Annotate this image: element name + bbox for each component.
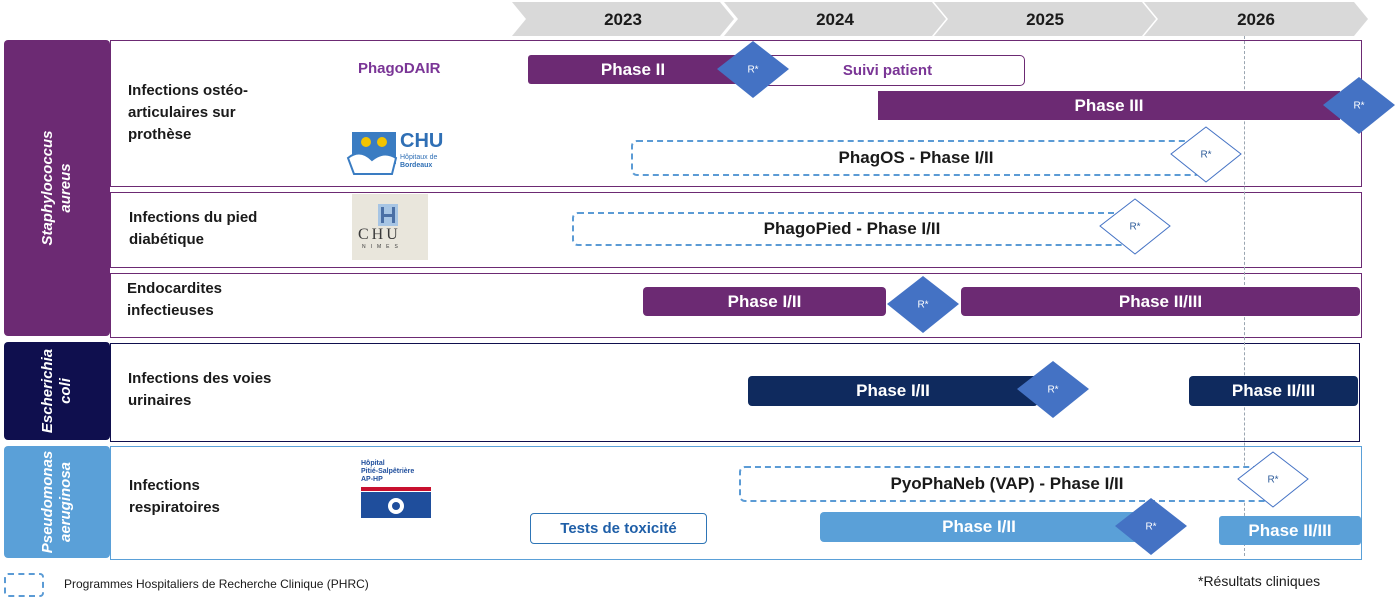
year-chevron-icon — [1144, 2, 1368, 36]
milestone-diamond: R* — [887, 276, 959, 333]
milestone-diamond-outline: R* — [1099, 198, 1171, 255]
bar-endo-phase12: Phase I/II — [643, 287, 886, 316]
chu-bordeaux-logo: CHU Hôpitaux de Bordeaux — [346, 130, 446, 176]
bar-endo-phase23: Phase II/III — [961, 287, 1360, 316]
bar-resp-phase23: Phase II/III — [1219, 516, 1361, 545]
legend-phrc-label: Programmes Hospitaliers de Recherche Cli… — [64, 577, 369, 591]
milestone-diamond: R* — [1017, 361, 1089, 418]
bar-uri-phase23: Phase II/III — [1189, 376, 1358, 406]
diamond-outline-icon — [1099, 198, 1171, 255]
year-2024: 2024 — [724, 2, 946, 36]
year-chevron-icon — [724, 2, 946, 36]
diamond-icon — [1323, 77, 1395, 134]
chu-bordeaux-emblem-icon — [346, 132, 398, 175]
year-label: 2024 — [816, 10, 854, 29]
year-2025: 2025 — [934, 2, 1156, 36]
chu-nimes-logo: CHU NIMES — [352, 194, 428, 260]
row-urinaires — [110, 343, 1360, 442]
milestone-diamond: R* — [717, 41, 789, 98]
milestone-diamond-outline: R* — [1237, 451, 1309, 508]
bar-toxicite: Tests de toxicité — [530, 513, 707, 544]
diamond-icon — [887, 276, 959, 333]
diamond-outline-icon — [1237, 451, 1309, 508]
bar-uri-phase12: Phase I/II — [748, 376, 1038, 406]
aphp-logo: Hôpital Pitié-Salpêtrière AP-HP — [361, 460, 431, 518]
legend-phrc-swatch — [4, 573, 44, 597]
diamond-icon — [1017, 361, 1089, 418]
bar-phagopied: PhagoPied - Phase I/II — [572, 212, 1132, 246]
bar-phagodair-suivi: Suivi patient — [750, 55, 1025, 86]
milestone-diamond: R* — [1115, 498, 1187, 555]
year-label: 2026 — [1237, 10, 1275, 29]
bar-phagos: PhagOS - Phase I/II — [631, 140, 1201, 176]
year-chevron-icon — [934, 2, 1156, 36]
bar-pyophaneb: PyoPhaNeb (VAP) - Phase I/II — [739, 466, 1275, 502]
bar-phagodair-phase3: Phase III — [878, 91, 1340, 120]
bar-resp-phase12: Phase I/II — [820, 512, 1138, 542]
year-chevron-icon — [512, 2, 734, 36]
diamond-icon — [1115, 498, 1187, 555]
year-2026: 2026 — [1144, 2, 1368, 36]
milestone-diamond: R* — [1323, 77, 1395, 134]
year-label: 2023 — [604, 10, 642, 29]
milestone-diamond-outline: R* — [1170, 126, 1242, 183]
aphp-emblem-icon — [361, 492, 431, 518]
bar-phagodair-phase2: Phase II — [528, 55, 738, 84]
chu-nimes-h-icon — [378, 204, 398, 226]
diamond-outline-icon — [1170, 126, 1242, 183]
year-label: 2025 — [1026, 10, 1064, 29]
legend-resultats-label: *Résultats cliniques — [1198, 573, 1321, 589]
diamond-icon — [717, 41, 789, 98]
year-2023: 2023 — [512, 2, 734, 36]
phagodair-logo: PhagoDAIR — [358, 60, 441, 77]
